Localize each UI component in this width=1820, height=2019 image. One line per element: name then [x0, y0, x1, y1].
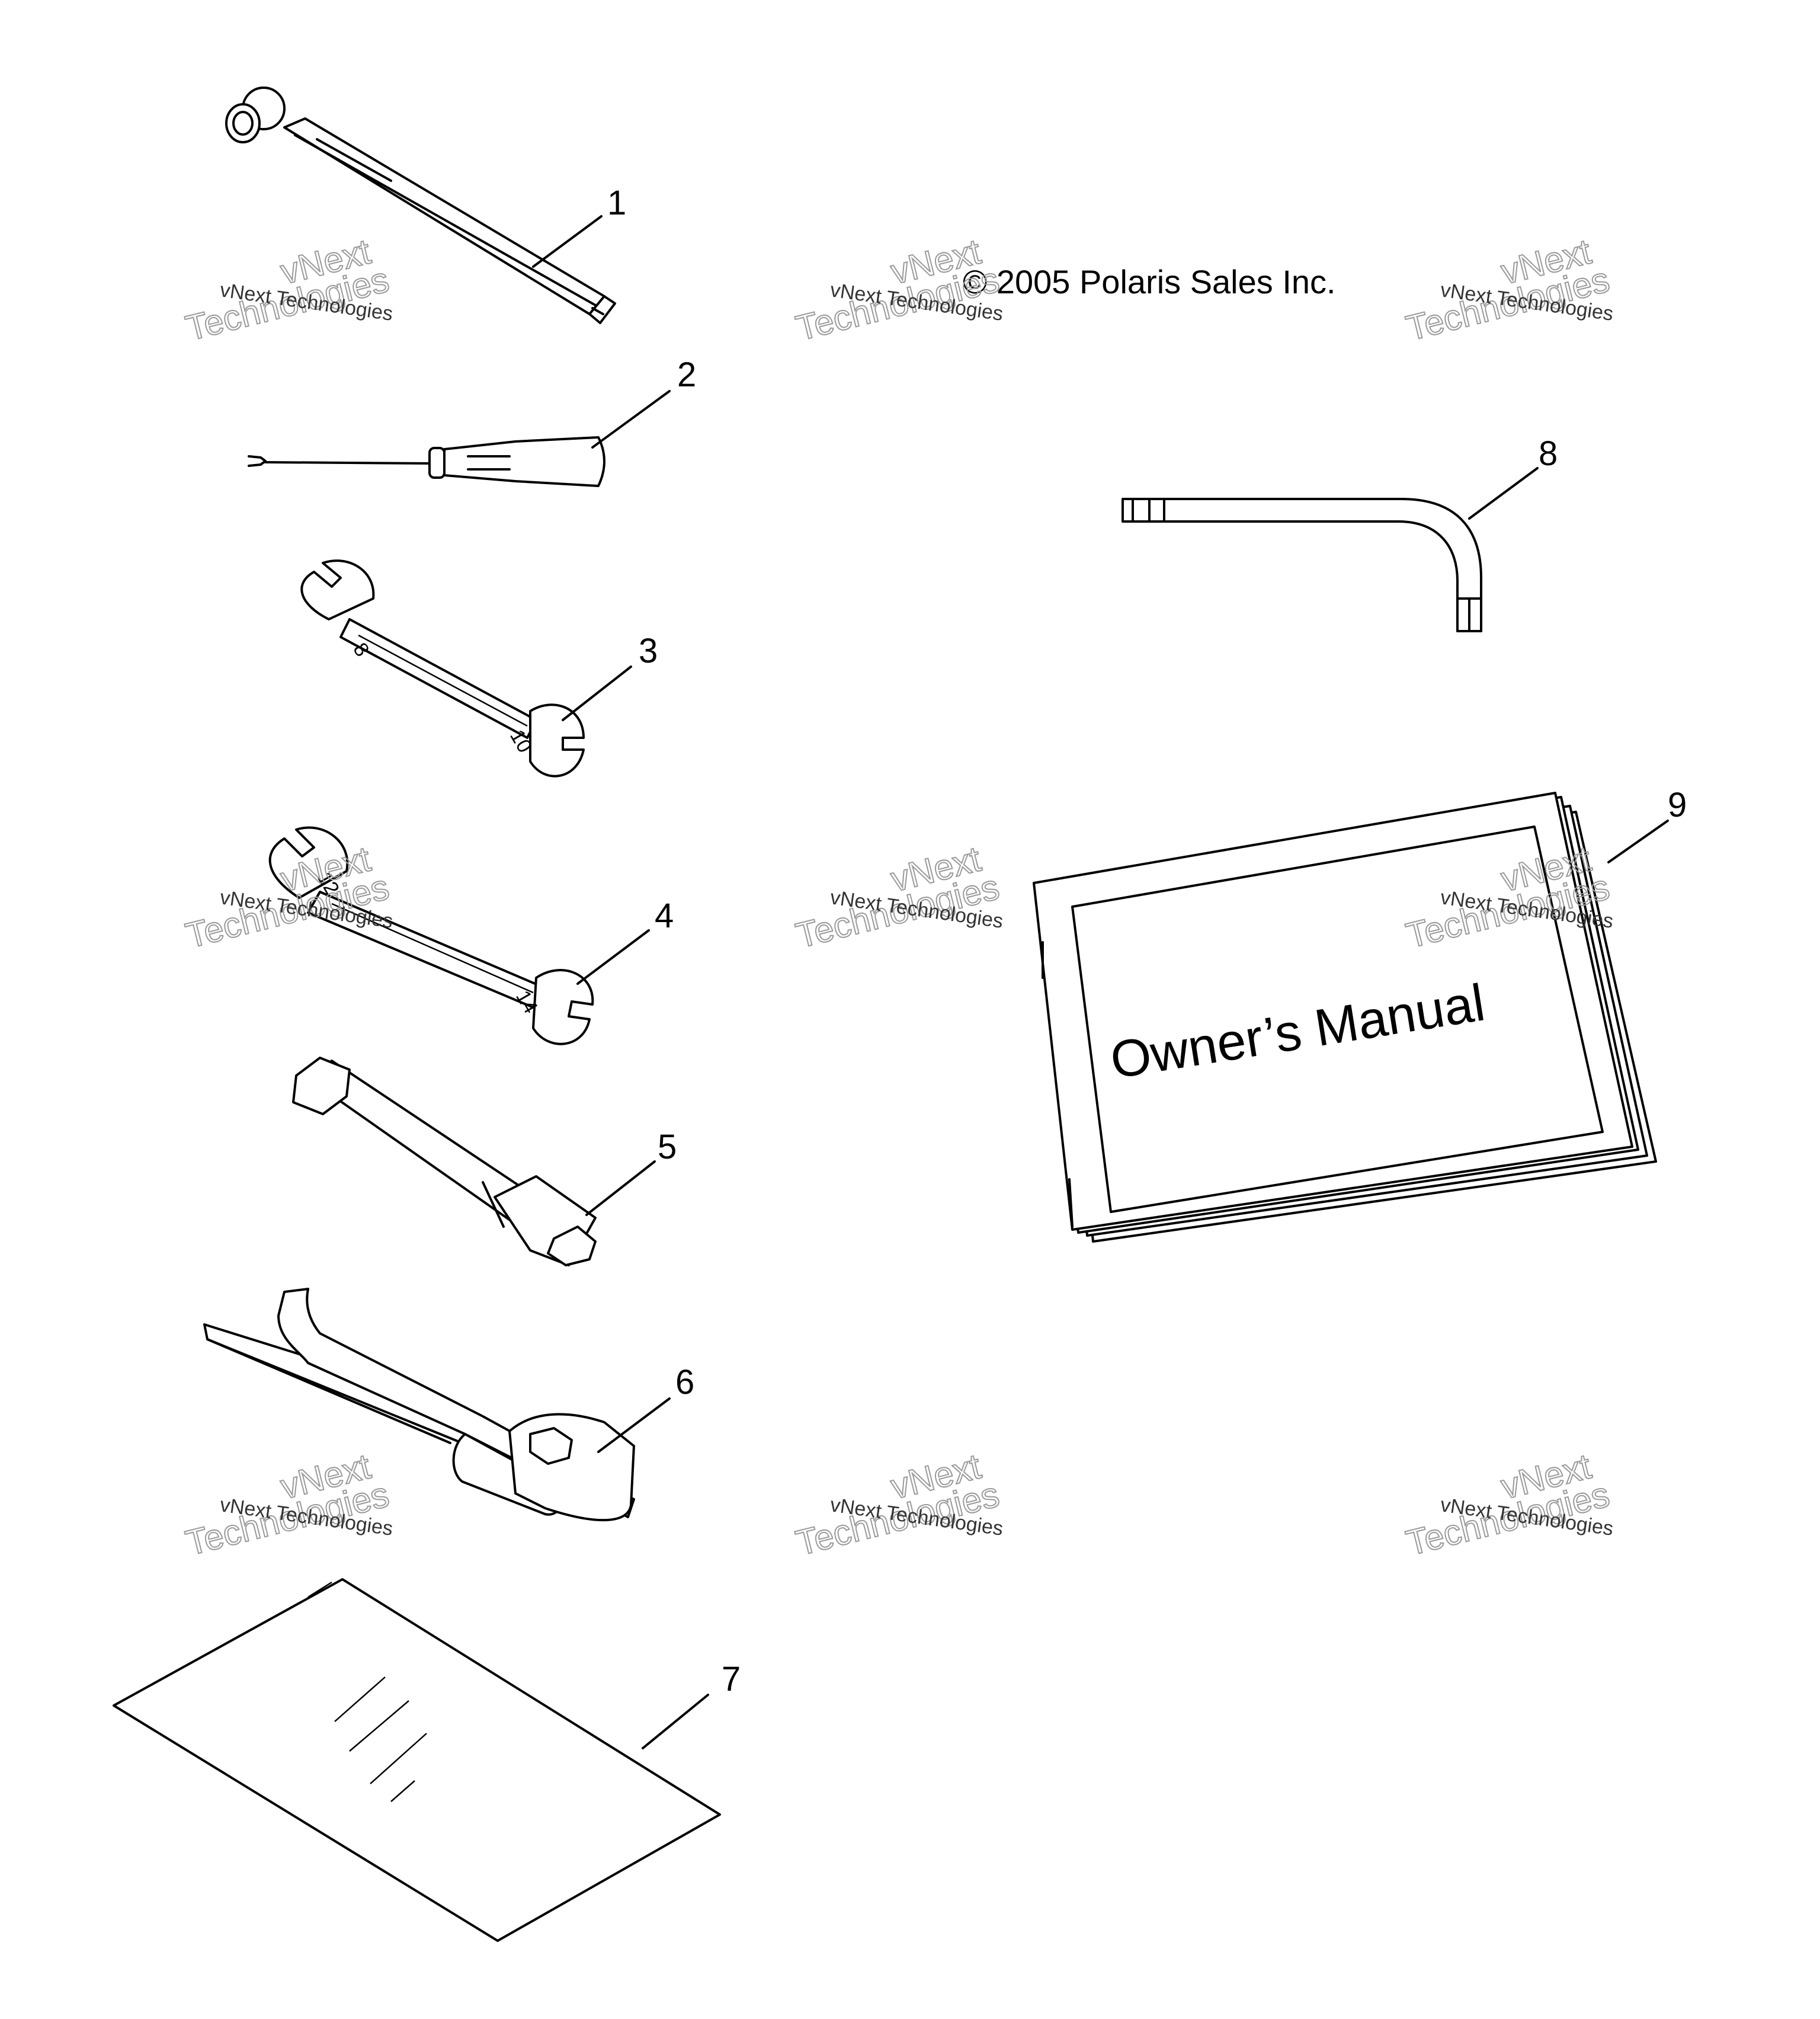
callout-number-4: 4 — [655, 897, 674, 935]
watermark: vNext Technologies vNext Technologies — [1402, 231, 1615, 348]
leader-line-6 — [597, 1397, 671, 1453]
copyright-text: © 2005 Polaris Sales Inc. — [963, 263, 1336, 300]
callout-number-6: 6 — [675, 1363, 694, 1402]
part-6-tool-holder — [203, 1288, 635, 1522]
part-7-plastic-bag — [113, 1578, 721, 1942]
callout-number-3: 3 — [639, 632, 658, 670]
part-8-allen-key — [1122, 498, 1482, 632]
callout-numbers: 1 2 3 4 5 6 7 8 9 — [607, 184, 1687, 1698]
leader-line-3 — [562, 665, 632, 721]
watermark: vNext Technologies vNext Technologies — [792, 1445, 1005, 1563]
leader-line-2 — [591, 390, 671, 449]
callout-number-8: 8 — [1539, 434, 1558, 473]
callout-number-2: 2 — [677, 356, 696, 394]
callout-leaders — [532, 215, 1669, 1749]
watermark: vNext Technologies vNext Technologies — [181, 231, 395, 348]
part-2-screwdriver — [248, 436, 605, 487]
part-5-spark-plug-socket — [292, 1057, 597, 1266]
leader-line-7 — [642, 1694, 709, 1749]
callout-number-9: 9 — [1668, 786, 1687, 824]
watermark: vNext Technologies vNext Technologies — [181, 1445, 395, 1563]
callout-number-1: 1 — [607, 184, 626, 222]
part-4-wrench-12-14: 12 14 — [268, 826, 594, 1045]
part-9-owners-manual: Owner’s Manual — [1033, 792, 1657, 1243]
leader-line-5 — [585, 1160, 656, 1216]
leader-line-9 — [1607, 820, 1669, 863]
part-1-pressure-gauge — [225, 87, 616, 324]
callout-number-5: 5 — [658, 1128, 677, 1166]
watermark: vNext Technologies vNext Technologies — [792, 838, 1005, 956]
leader-line-4 — [576, 929, 650, 985]
leader-line-1 — [532, 215, 603, 268]
watermark: vNext Technologies vNext Technologies — [1402, 1445, 1615, 1563]
callout-number-7: 7 — [722, 1660, 741, 1698]
leader-line-8 — [1468, 467, 1539, 520]
watermark: vNext Technologies vNext Technologies — [792, 231, 1005, 348]
part-3-wrench-8-10: 8 10 — [300, 559, 585, 777]
